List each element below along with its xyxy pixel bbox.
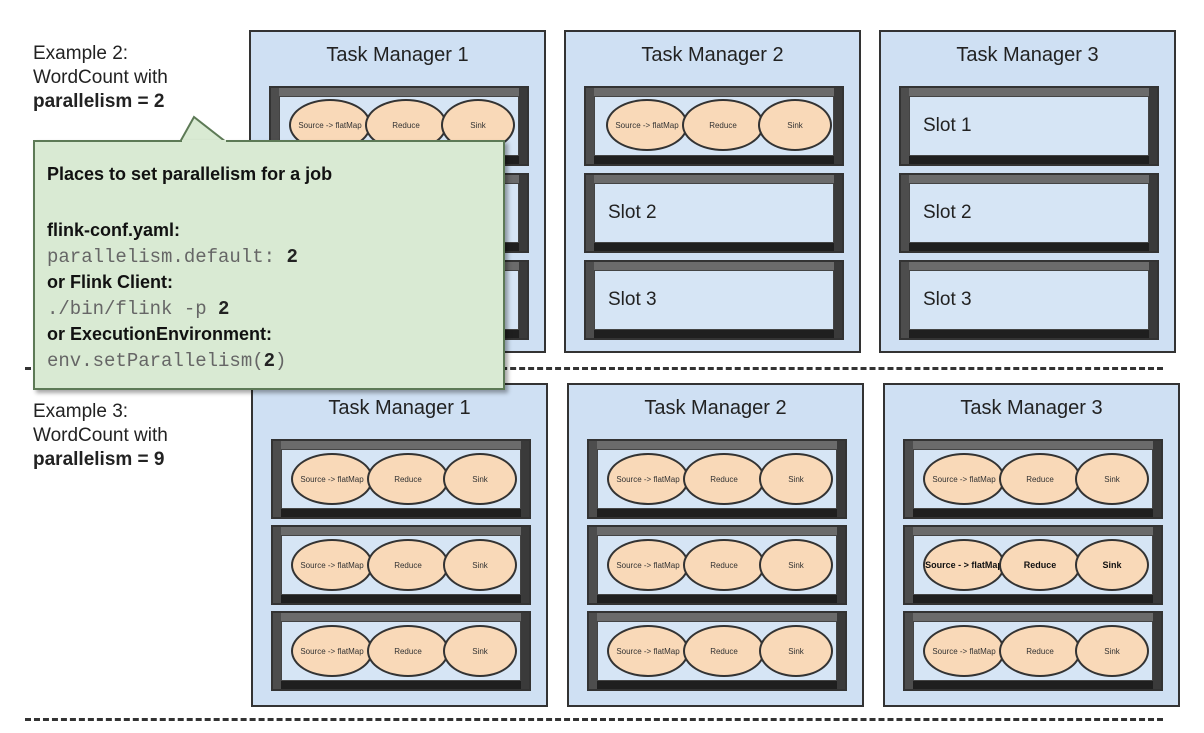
operator-source-flatmap: Source - > flatMap [923,539,1005,591]
slot-2: Source -> flatMap Reduce Sink [587,525,847,605]
example-2-line1: Example 2: [33,43,129,64]
example-3-line3: parallelism = 9 [33,449,165,470]
operator-reduce: Reduce [367,539,449,591]
operator-source-flatmap: Source -> flatMap [607,453,689,505]
operator-source-flatmap: Source -> flatMap [291,539,373,591]
task-manager-title: Task Manager 2 [641,44,784,66]
slot-2-highlighted: Source - > flatMap Reduce Sink [903,525,1163,605]
env-label: or ExecutionEnvironment: [47,324,273,344]
client-code: ./bin/flink -p 2 [47,298,230,320]
separator-line [25,718,1163,721]
conf-code: parallelism.default: 2 [47,246,298,268]
operator-sink: Sink [1075,453,1149,505]
example-3-line1: Example 3: [33,401,129,422]
operator-reduce: Reduce [683,539,765,591]
slot-1: Source -> flatMap Reduce Sink [903,439,1163,519]
parallelism-callout: Places to set parallelism for a job flin… [33,140,505,390]
operator-reduce: Reduce [367,625,449,677]
operator-reduce: Reduce [999,625,1081,677]
callout-title: Places to set parallelism for a job [47,164,333,184]
example-3-line2: WordCount with [33,425,168,446]
slot-3: Source -> flatMap Reduce Sink [587,611,847,691]
slot-3: Source -> flatMap Reduce Sink [903,611,1163,691]
slot-label: Slot 3 [923,289,972,310]
slot-2: Source -> flatMap Reduce Sink [271,525,531,605]
operator-sink: Sink [759,625,833,677]
task-manager-title: Task Manager 3 [960,397,1103,419]
task-manager-title: Task Manager 2 [644,397,787,419]
operator-sink: Sink [1075,539,1149,591]
operator-sink: Sink [443,625,517,677]
example-2-line3: parallelism = 2 [33,91,165,112]
client-label: or Flink Client: [47,272,173,292]
task-manager-title: Task Manager 1 [326,44,469,66]
slot-1: Source -> flatMap Reduce Sink [584,86,844,166]
task-manager-1-row2: Task Manager 1 Source -> flatMap Reduce … [251,383,548,707]
env-code: env.setParallelism(2) [47,350,287,372]
separator-line [25,367,1163,370]
task-manager-title: Task Manager 3 [956,44,1099,66]
operator-source-flatmap: Source -> flatMap [606,99,688,151]
slot-1: Source -> flatMap Reduce Sink [271,439,531,519]
task-manager-title: Task Manager 1 [328,397,471,419]
task-manager-3-row2: Task Manager 3 Source -> flatMap Reduce … [883,383,1180,707]
operator-sink: Sink [759,539,833,591]
example-3-label: Example 3: WordCount with parallelism = … [33,400,168,472]
operator-source-flatmap: Source -> flatMap [607,625,689,677]
operator-sink: Sink [759,453,833,505]
operator-source-flatmap: Source -> flatMap [291,625,373,677]
example-2-line2: WordCount with [33,67,168,88]
slot-label: Slot 1 [923,115,972,136]
slot-1: Source -> flatMap Reduce Sink [587,439,847,519]
slot-label: Slot 2 [923,202,972,223]
conf-label: flink-conf.yaml: [47,220,181,240]
slot-2: Slot 2 [899,173,1159,253]
operator-reduce: Reduce [999,539,1081,591]
operator-reduce: Reduce [999,453,1081,505]
slot-3: Slot 3 [584,260,844,340]
slot-2: Slot 2 [584,173,844,253]
slot-label: Slot 3 [608,289,657,310]
operator-reduce: Reduce [683,625,765,677]
task-manager-2-row1: Task Manager 2 Source -> flatMap Reduce … [564,30,861,353]
operator-source-flatmap: Source -> flatMap [923,453,1005,505]
example-2-label: Example 2: WordCount with parallelism = … [33,42,168,114]
slot-1: Slot 1 [899,86,1159,166]
operator-sink: Sink [443,453,517,505]
operator-reduce: Reduce [682,99,764,151]
task-manager-2-row2: Task Manager 2 Source -> flatMap Reduce … [567,383,864,707]
slot-3: Source -> flatMap Reduce Sink [271,611,531,691]
slot-3: Slot 3 [899,260,1159,340]
operator-source-flatmap: Source -> flatMap [607,539,689,591]
operator-sink: Sink [758,99,832,151]
task-manager-3-row1: Task Manager 3 Slot 1 Slot 2 Slot 3 [879,30,1176,353]
operator-sink: Sink [1075,625,1149,677]
operator-reduce: Reduce [367,453,449,505]
operator-sink: Sink [443,539,517,591]
operator-source-flatmap: Source -> flatMap [291,453,373,505]
operator-reduce: Reduce [683,453,765,505]
slot-label: Slot 2 [608,202,657,223]
operator-source-flatmap: Source -> flatMap [923,625,1005,677]
callout-seam [182,140,226,143]
